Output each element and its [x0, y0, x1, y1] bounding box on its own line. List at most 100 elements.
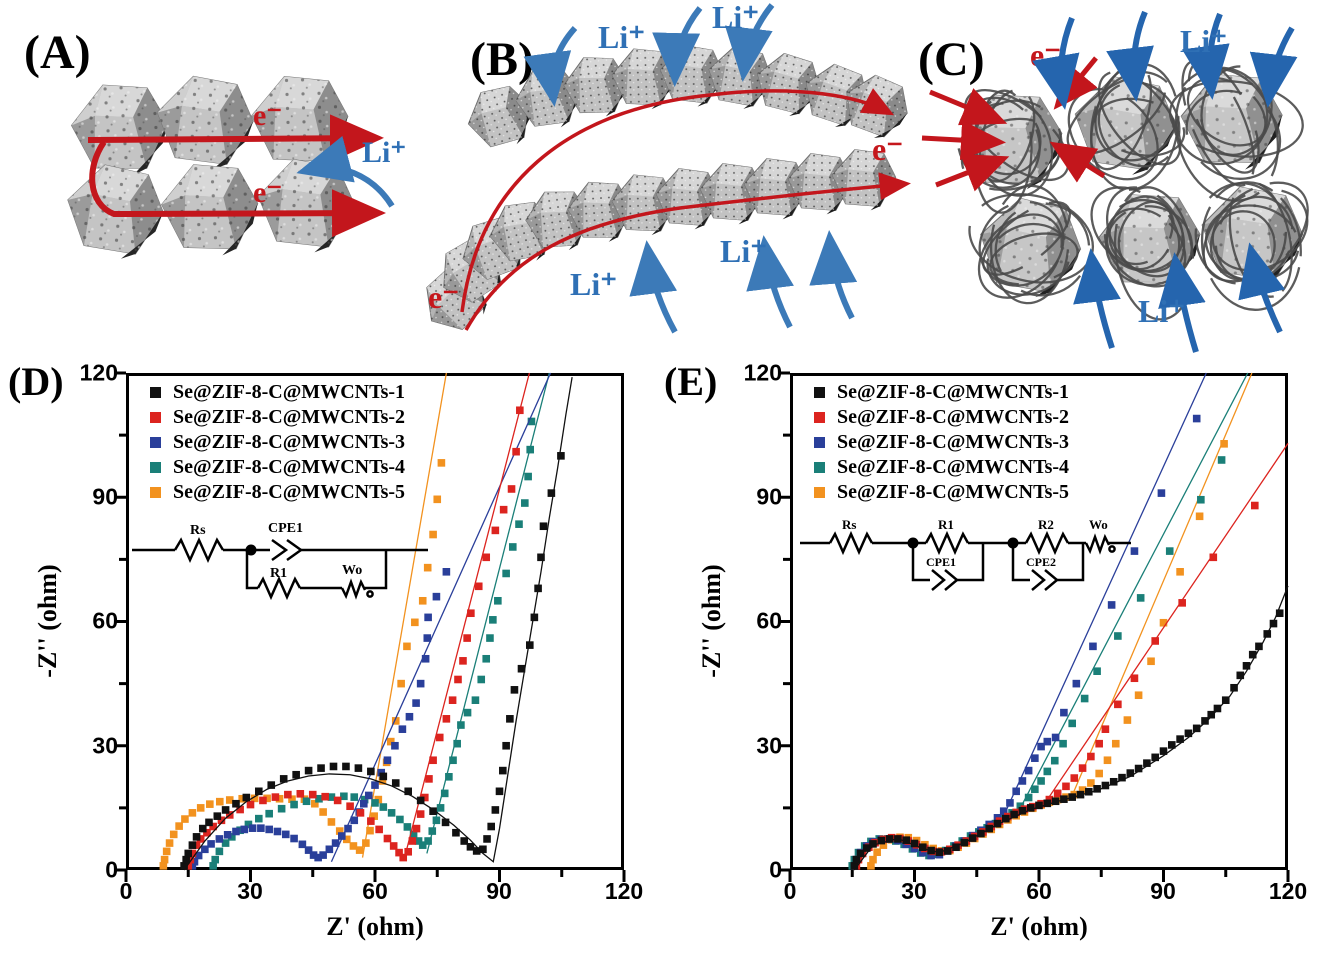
lithium-ion-arrow: [1106, 10, 1154, 102]
mwcnt-strand: [982, 201, 1071, 276]
lithium-ion-arrow: [629, 240, 678, 334]
legend-item: Se@ZIF-8-C@MWCNTs-1: [150, 380, 405, 405]
y-tick: 120: [79, 359, 118, 386]
x-axis-title-e: Z' (ohm): [990, 912, 1088, 941]
lithium-ion-arrow: [1158, 252, 1206, 353]
x-tick: 60: [362, 878, 388, 904]
zif-8-particle: [154, 74, 256, 172]
data-series-Se@ZIF-8-C@MWCNTs-2: [184, 372, 531, 870]
electron-label: e⁻: [872, 131, 903, 167]
circuit-label-wo: Wo: [1089, 518, 1108, 532]
y-tick: 90: [756, 483, 782, 510]
lithium-ion-arrow: [652, 6, 703, 87]
y-tick: 0: [769, 856, 782, 883]
x-tick: 120: [1268, 878, 1308, 904]
legend-label: Se@ZIF-8-C@MWCNTs-2: [173, 406, 406, 428]
electron-path-arrow: [87, 114, 384, 163]
legend-label: Se@ZIF-8-C@MWCNTs-4: [837, 456, 1070, 478]
mwcnt-strand: [1185, 89, 1282, 180]
electron-arrow: [921, 120, 1006, 161]
electron-arrow: [935, 154, 1010, 192]
y-tick: 60: [756, 607, 782, 634]
circuit-label-wo: Wo: [342, 563, 362, 578]
legend-label: Se@ZIF-8-C@MWCNTs-3: [837, 431, 1070, 453]
legend-key-swatch: [814, 437, 825, 448]
legend-label: Se@ZIF-8-C@MWCNTs-5: [173, 481, 406, 503]
legend-item: Se@ZIF-8-C@MWCNTs-4: [150, 455, 405, 480]
panel-e-label: (E): [664, 359, 718, 404]
circuit-label-cpe1: CPE1: [268, 521, 303, 536]
circuit-label-cpe2: CPE2: [1026, 555, 1056, 569]
y-axis-title-e: -Z'' (ohm): [697, 564, 726, 678]
legend-item: Se@ZIF-8-C@MWCNTs-2: [814, 405, 1069, 430]
lithium-ion-arrow: [1249, 26, 1298, 108]
circuit-label-rs: Rs: [842, 518, 856, 532]
data-series-Se@ZIF-8-C@MWCNTs-1: [850, 585, 1289, 871]
plot-frame: [790, 373, 1288, 870]
legend-key-swatch: [814, 462, 825, 473]
lithium-label: Li⁺: [598, 19, 645, 55]
panel-c-illustration: (C) e⁻ Li⁺ Li⁺: [918, 10, 1309, 353]
y-tick: 90: [92, 483, 118, 510]
lithium-ion-arrow: [746, 235, 794, 329]
y-axis-title-d: -Z'' (ohm): [33, 564, 62, 678]
y-tick: 30: [756, 732, 782, 759]
legend-key-swatch: [150, 437, 161, 448]
legend-label: Se@ZIF-8-C@MWCNTs-4: [173, 456, 406, 478]
legend-label: Se@ZIF-8-C@MWCNTs-3: [173, 431, 406, 453]
legend-item: Se@ZIF-8-C@MWCNTs-3: [814, 430, 1069, 455]
mwcnt-strand: [994, 202, 1091, 297]
legend-item: Se@ZIF-8-C@MWCNTs-2: [150, 405, 405, 430]
y-tick: 0: [105, 856, 118, 883]
lithium-label: Li⁺: [720, 233, 767, 269]
circuit-label-r1: R1: [270, 566, 287, 581]
zif-8-particle: [159, 161, 261, 259]
electron-path-arrow: [464, 172, 911, 331]
legend-e: Se@ZIF-8-C@MWCNTs-1 Se@ZIF-8-C@MWCNTs-2 …: [814, 380, 1069, 505]
lithium-ion-arrow: [1032, 16, 1080, 110]
lithium-label: Li⁺: [1180, 23, 1227, 59]
x-axis-title-d: Z' (ohm): [326, 912, 424, 941]
electron-label: e⁻: [1030, 37, 1061, 73]
legend-key-swatch: [814, 487, 825, 498]
electron-arrow: [929, 88, 1008, 126]
legend-key-swatch: [814, 387, 825, 398]
data-series-Se@ZIF-8-C@MWCNTs-4: [209, 372, 550, 870]
panel-d-label: (D): [8, 359, 64, 404]
panel-a-illustration: (A) e⁻ e⁻ Li⁺: [24, 26, 406, 263]
zif-8-particle: [68, 80, 172, 180]
lithium-ion-arrow: [296, 136, 395, 208]
legend-item: Se@ZIF-8-C@MWCNTs-3: [150, 430, 405, 455]
legend-d: Se@ZIF-8-C@MWCNTs-1 Se@ZIF-8-C@MWCNTs-2 …: [150, 380, 405, 505]
mwcnt-strand: [1168, 80, 1304, 158]
legend-item: Se@ZIF-8-C@MWCNTs-5: [814, 480, 1069, 505]
legend-item: Se@ZIF-8-C@MWCNTs-1: [814, 380, 1069, 405]
lithium-ion-arrow: [1181, 12, 1230, 100]
data-series-Se@ZIF-8-C@MWCNTs-1: [180, 377, 573, 871]
legend-label: Se@ZIF-8-C@MWCNTs-2: [837, 406, 1070, 428]
legend-key-swatch: [150, 387, 161, 398]
electron-arrow: [1049, 141, 1106, 183]
legend-label: Se@ZIF-8-C@MWCNTs-1: [837, 381, 1070, 403]
legend-key-swatch: [150, 462, 161, 473]
x-tick: 90: [1150, 878, 1176, 904]
lithium-ion-arrow: [809, 230, 858, 320]
data-series-Se@ZIF-8-C@MWCNTs-2: [852, 443, 1289, 870]
legend-key-swatch: [814, 412, 825, 423]
panel-b-illustration: (B) e⁻ e⁻ Li⁺ Li⁺ Li⁺ Li⁺: [420, 0, 916, 345]
x-tick: 120: [604, 878, 644, 904]
x-tick: 60: [1026, 878, 1052, 904]
electron-path-arrow: [460, 88, 895, 313]
lithium-label: Li⁺: [570, 266, 617, 302]
plot-area-D: [114, 371, 626, 882]
circuit-label-r1: R1: [938, 518, 954, 532]
mwcnt-strand: [977, 213, 1063, 299]
lithium-label: Li⁺: [712, 0, 759, 35]
legend-key-swatch: [150, 487, 161, 498]
lithium-ion-arrow: [724, 3, 775, 82]
equivalent-circuit-e: Rs R1 R2 Wo CPE1 CPE2: [800, 518, 1131, 591]
lithium-label: Li⁺: [362, 136, 406, 169]
legend-label: Se@ZIF-8-C@MWCNTs-1: [173, 381, 406, 403]
lithium-ion-arrow: [523, 25, 578, 107]
